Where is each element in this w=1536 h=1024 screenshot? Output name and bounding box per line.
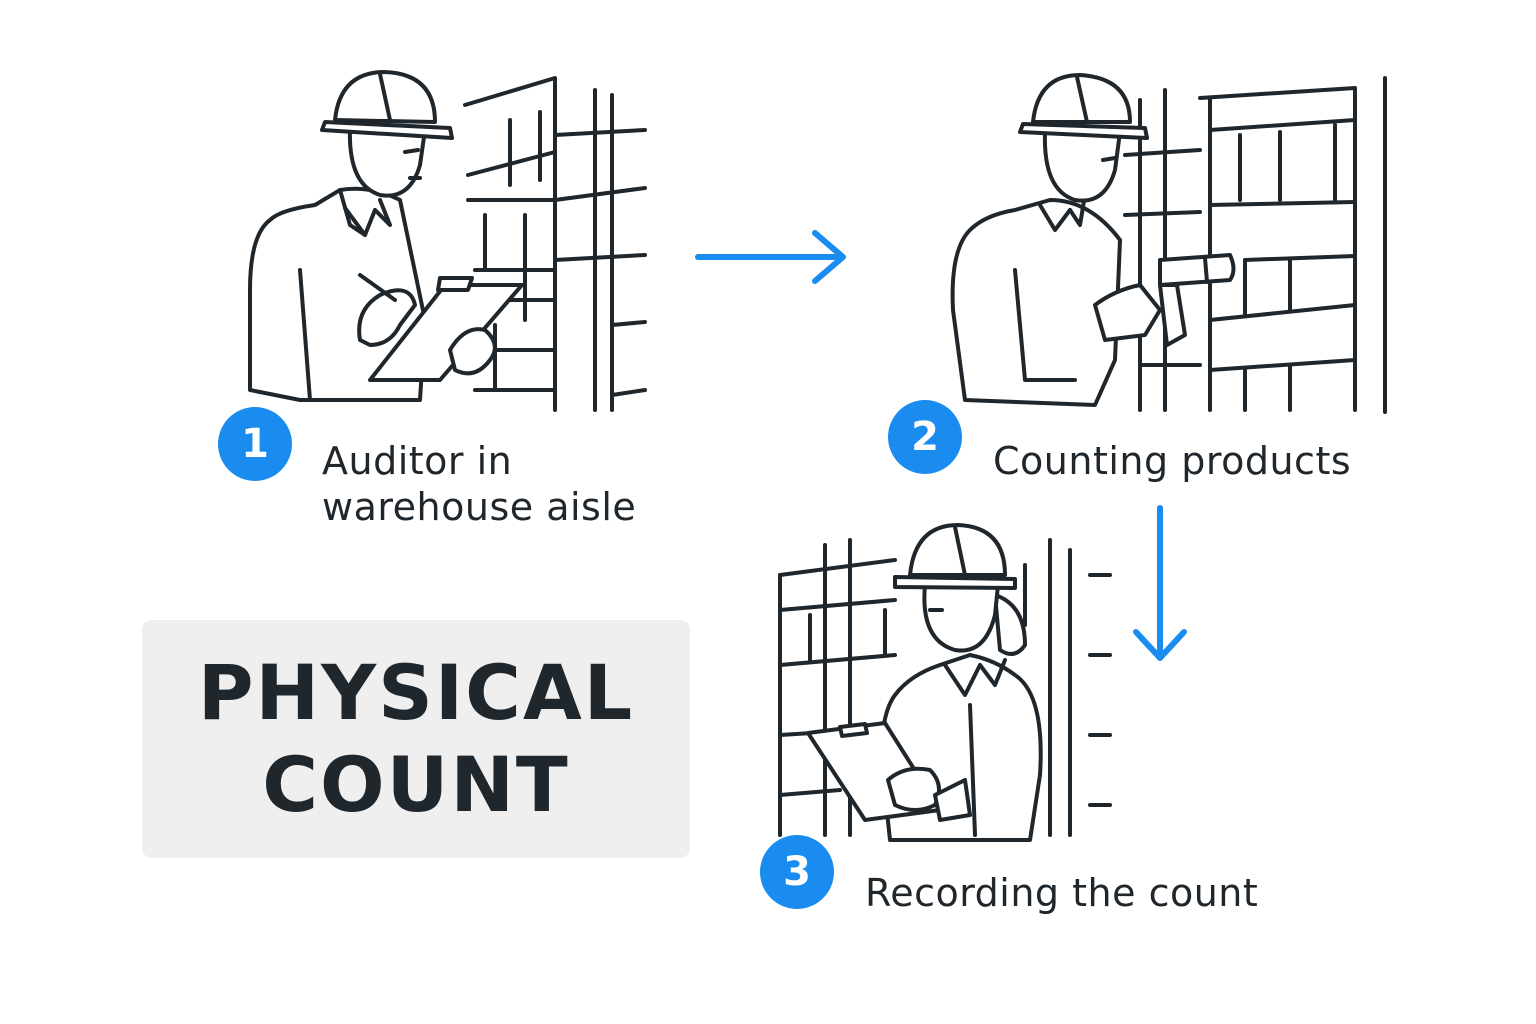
auditor-figure [248, 70, 524, 402]
step-3-badge: 3 [760, 835, 834, 909]
warehouse-shelf-icon [1123, 76, 1387, 414]
step-1-label: Auditor in warehouse aisle [322, 438, 636, 530]
recording-illustration [770, 515, 1130, 850]
auditor-illustration [240, 60, 660, 420]
arrow-right-icon [695, 230, 846, 284]
worker-figure [950, 73, 1236, 407]
counting-illustration [945, 60, 1395, 420]
step-3-label: Recording the count [865, 871, 1259, 915]
physical-count-title-box: PHYSICAL COUNT [142, 620, 690, 858]
step-1-label-line2: warehouse aisle [322, 485, 637, 529]
warehouse-shelf-icon [463, 76, 647, 412]
step-1-label-line1: Auditor in [322, 439, 513, 483]
title-line-2: COUNT [262, 740, 570, 829]
arrow-down-icon [1133, 505, 1187, 661]
step-1-badge: 1 [218, 407, 292, 481]
step-2-label: Counting products [993, 439, 1352, 483]
title-line-1: PHYSICAL [197, 648, 635, 737]
step-2-badge: 2 [888, 400, 962, 474]
worker-figure [806, 523, 1043, 842]
